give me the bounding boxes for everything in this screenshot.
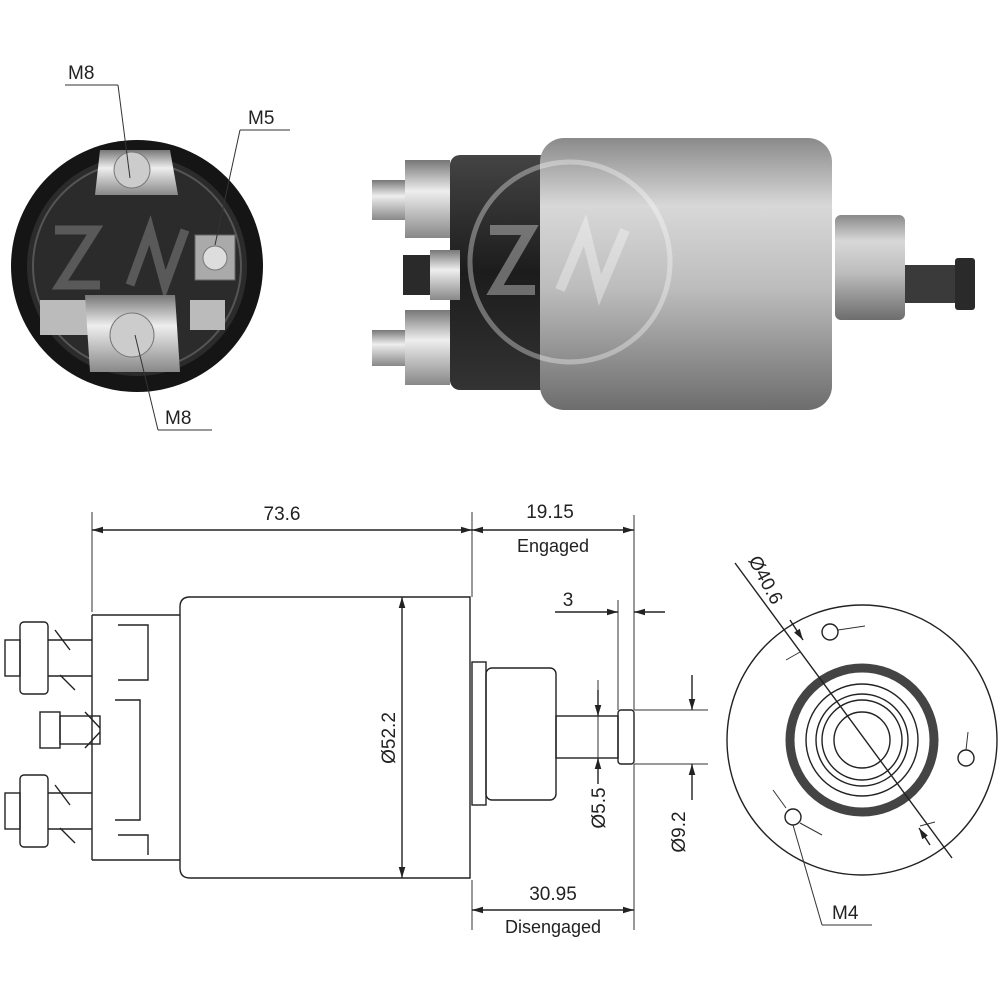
terminal-cap xyxy=(450,155,550,390)
dim-line-bolt-circle xyxy=(734,562,953,859)
solenoid-body xyxy=(540,138,832,410)
label-m8-top: M8 xyxy=(68,63,94,84)
flange-outline xyxy=(726,604,998,876)
dim-overall-length: 73.6 xyxy=(264,504,301,525)
disengaged-label: Disengaged xyxy=(505,917,601,937)
body-outline xyxy=(179,596,471,879)
plunger-boss xyxy=(485,667,557,801)
mounting-hole xyxy=(821,623,839,641)
plunger-flange xyxy=(471,661,487,806)
dim-disengaged-travel: 30.95 xyxy=(529,884,577,905)
engaged-label: Engaged xyxy=(517,536,589,556)
dim-tip-length: 3 xyxy=(563,590,574,611)
mounting-hole xyxy=(784,808,802,826)
mounting-hole xyxy=(957,749,975,767)
dim-engaged-travel: 19.15 xyxy=(526,502,574,523)
dim-bolt-circle: Ø40.6 xyxy=(744,552,787,608)
label-m8-bottom: M8 xyxy=(165,408,191,429)
dim-tip-diameter: Ø9.2 xyxy=(669,811,690,852)
drawing-side-view: 73.6 19.15 Engaged 3 Ø52.2 Ø5.5 Ø9.2 30.… xyxy=(4,502,708,937)
drawing-end-view: Ø40.6 M4 xyxy=(726,552,998,926)
watermark-logo-side xyxy=(467,159,673,365)
dim-rod-diameter: Ø5.5 xyxy=(589,787,610,828)
label-m5: M5 xyxy=(248,108,274,129)
plunger-rod-drawing xyxy=(555,715,619,759)
photo-end-view: M8 M5 M8 xyxy=(11,63,290,431)
plunger-tip xyxy=(617,709,635,765)
terminal-stud-top-drawing xyxy=(4,621,92,695)
watermark-logo xyxy=(51,215,190,300)
plunger-housing xyxy=(835,215,905,320)
bore xyxy=(833,711,891,769)
seal-ring xyxy=(785,663,939,817)
photo-side-view xyxy=(372,138,975,410)
label-m4: M4 xyxy=(832,903,859,924)
cap-outline xyxy=(91,614,180,861)
plunger-rod xyxy=(905,265,960,303)
terminal-small-drawing xyxy=(39,711,101,749)
dim-body-diameter: Ø52.2 xyxy=(379,712,400,764)
terminal-stud-bottom-drawing xyxy=(4,774,92,848)
terminal-small xyxy=(403,255,433,295)
